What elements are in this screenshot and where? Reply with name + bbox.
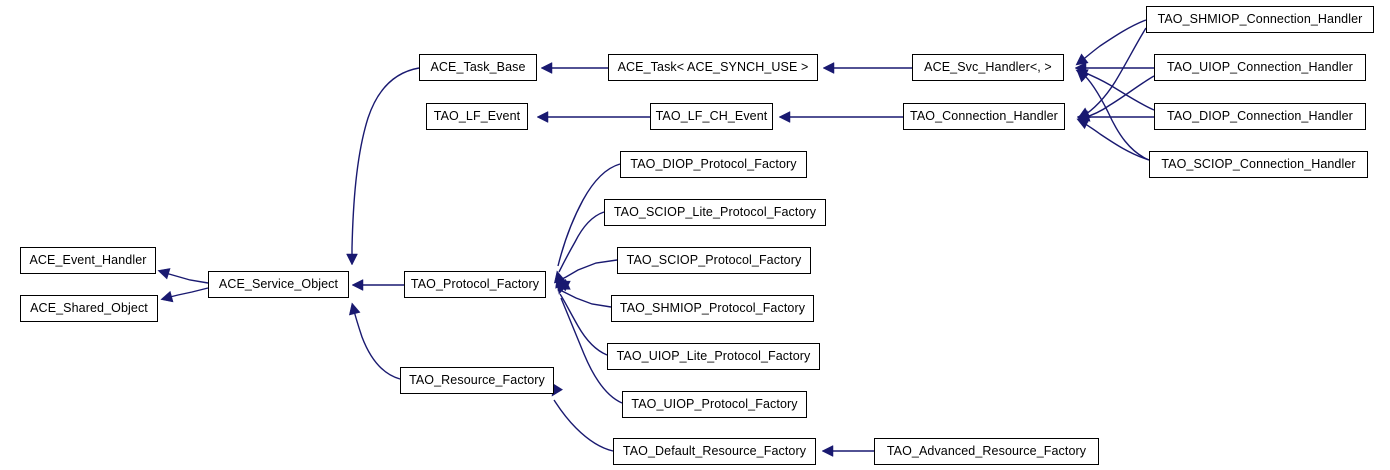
class-node-tao_lf_event[interactable]: TAO_LF_Event [426,103,528,130]
class-node-tao_uiop_connection_handler[interactable]: TAO_UIOP_Connection_Handler [1154,54,1366,81]
class-node-label: ACE_Task_Base [430,60,526,75]
class-node-tao_diop_protocol_factory[interactable]: TAO_DIOP_Protocol_Factory [620,151,807,178]
class-node-tao_protocol_factory[interactable]: TAO_Protocol_Factory [404,271,546,298]
class-node-tao_uiop_protocol_factory[interactable]: TAO_UIOP_Protocol_Factory [622,391,807,418]
class-node-label: TAO_LF_Event [433,109,521,124]
class-node-label: ACE_Task< ACE_SYNCH_USE > [617,60,809,75]
class-node-label: TAO_DIOP_Protocol_Factory [630,157,797,172]
class-node-label: TAO_SCIOP_Protocol_Factory [626,253,802,268]
class-node-tao_sciop_connection_handler[interactable]: TAO_SCIOP_Connection_Handler [1149,151,1368,178]
class-node-ace_svc_handler[interactable]: ACE_Svc_Handler<, > [912,54,1064,81]
class-node-tao_shmiop_connection_handler[interactable]: TAO_SHMIOP_Connection_Handler [1146,6,1374,33]
class-node-ace_service_object[interactable]: ACE_Service_Object [208,271,349,298]
class-node-label: TAO_SHMIOP_Protocol_Factory [619,301,806,316]
class-node-label: TAO_Default_Resource_Factory [622,444,807,459]
class-node-label: TAO_LF_CH_Event [655,109,768,124]
class-node-tao_default_resource_factory[interactable]: TAO_Default_Resource_Factory [613,438,816,465]
class-node-ace_task_synch[interactable]: ACE_Task< ACE_SYNCH_USE > [608,54,818,81]
class-node-label: TAO_Resource_Factory [409,373,545,388]
class-node-ace_task_base[interactable]: ACE_Task_Base [419,54,537,81]
class-node-tao_resource_factory[interactable]: TAO_Resource_Factory [400,367,554,394]
class-node-label: TAO_DIOP_Connection_Handler [1167,109,1353,124]
class-node-tao_uiop_lite_protocol_factory[interactable]: TAO_UIOP_Lite_Protocol_Factory [607,343,820,370]
class-node-tao_diop_connection_handler[interactable]: TAO_DIOP_Connection_Handler [1154,103,1366,130]
class-node-tao_shmiop_protocol_factory[interactable]: TAO_SHMIOP_Protocol_Factory [611,295,814,322]
class-node-ace_event_handler[interactable]: ACE_Event_Handler [20,247,156,274]
class-node-label: TAO_Advanced_Resource_Factory [886,444,1087,459]
class-node-tao_advanced_resource_factory[interactable]: TAO_Advanced_Resource_Factory [874,438,1099,465]
class-node-label: TAO_SCIOP_Connection_Handler [1161,157,1356,172]
class-node-label: TAO_UIOP_Protocol_Factory [631,397,798,412]
class-node-tao_sciop_lite_protocol_factory[interactable]: TAO_SCIOP_Lite_Protocol_Factory [604,199,826,226]
class-node-label: TAO_SHMIOP_Connection_Handler [1157,12,1363,27]
class-node-tao_lf_ch_event[interactable]: TAO_LF_CH_Event [650,103,773,130]
class-node-label: TAO_SCIOP_Lite_Protocol_Factory [613,205,817,220]
class-node-label: TAO_Connection_Handler [910,109,1058,124]
class-node-label: ACE_Svc_Handler<, > [924,60,1052,75]
class-node-label: TAO_UIOP_Connection_Handler [1167,60,1353,75]
class-node-tao_sciop_protocol_factory[interactable]: TAO_SCIOP_Protocol_Factory [617,247,811,274]
class-node-tao_connection_handler[interactable]: TAO_Connection_Handler [903,103,1065,130]
class-node-label: ACE_Event_Handler [29,253,147,268]
class-node-label: ACE_Service_Object [218,277,339,292]
class-node-ace_shared_object[interactable]: ACE_Shared_Object [20,295,158,322]
class-node-label: TAO_Protocol_Factory [410,277,540,292]
class-node-label: ACE_Shared_Object [30,301,148,316]
class-node-label: TAO_UIOP_Lite_Protocol_Factory [616,349,811,364]
